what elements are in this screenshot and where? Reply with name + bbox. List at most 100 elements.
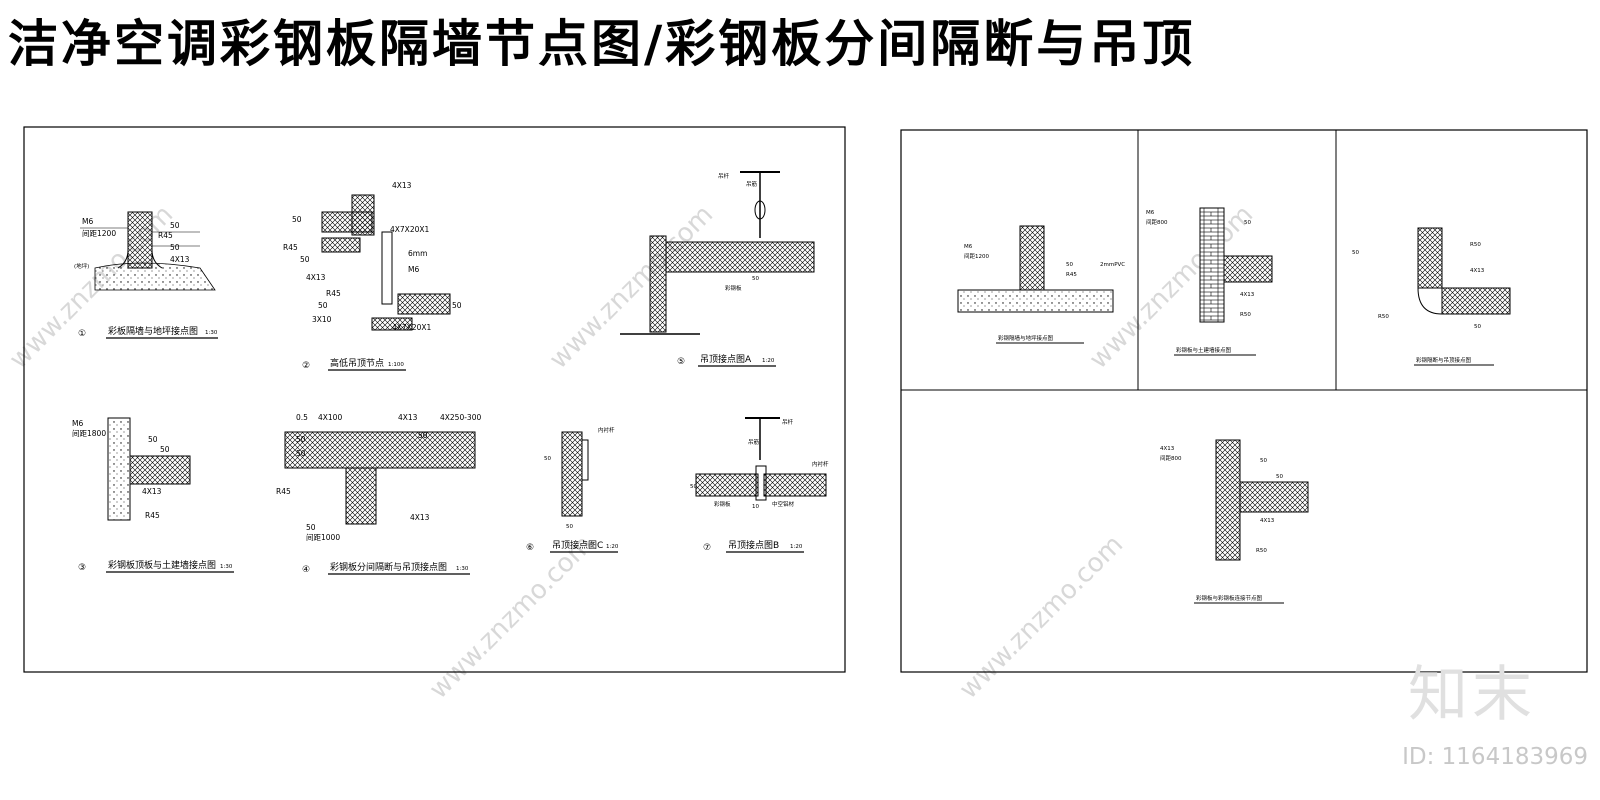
detail-7: 吊杆 吊筋 内衬杆 50 10 彩钢板 中空铝材 ⑦ 吊顶接点图B 1:20 bbox=[690, 417, 829, 553]
label-50: 50 bbox=[1352, 250, 1359, 256]
label-m6: M6 bbox=[408, 265, 419, 274]
label-hanger: 吊筋 bbox=[746, 180, 758, 188]
detail-caption: 彩板隔墙与地坪接点图 bbox=[108, 325, 198, 337]
label-50: 50 bbox=[170, 243, 180, 252]
detail-1: M6 间距1200 50 R45 50 4X13 (地坪) ① 彩板隔墙与地坪接… bbox=[74, 211, 218, 339]
label-4x13: 4X13 bbox=[410, 513, 430, 522]
label-r45: R45 bbox=[276, 487, 291, 496]
panel-1: M6 间距1200 50 R45 2mmPVC 彩钢隔墙与地坪接点图 bbox=[957, 225, 1125, 344]
label-r50: R50 bbox=[1378, 314, 1389, 320]
right-sheet: M6 间距1200 50 R45 2mmPVC 彩钢隔墙与地坪接点图 M6 间距… bbox=[900, 129, 1588, 673]
label-r50: R50 bbox=[1256, 548, 1267, 554]
label-50: 50 bbox=[300, 255, 310, 264]
label-r50: R50 bbox=[1240, 312, 1251, 318]
label-4x100: 4X100 bbox=[318, 413, 342, 422]
label-spacing: 间距800 bbox=[1160, 454, 1182, 462]
label-m6: M6 bbox=[82, 217, 93, 226]
detail-scale: 1:20 bbox=[762, 358, 775, 364]
label-panel: 彩钢板 bbox=[725, 284, 742, 292]
detail-6: 内衬杆 50 50 ⑥ 吊顶接点图C 1:20 bbox=[526, 426, 619, 553]
brand-watermark: 知末 bbox=[1408, 660, 1536, 730]
left-sheet-frame bbox=[23, 126, 846, 673]
watermark-text: www.znzmo.com bbox=[544, 200, 719, 375]
detail-caption: 吊顶接点图C bbox=[552, 539, 603, 551]
label-50: 50 bbox=[148, 435, 158, 444]
label-spacing: 间距1200 bbox=[82, 229, 116, 238]
detail-scale: 1:20 bbox=[790, 544, 803, 550]
watermark-text: www.znzmo.com bbox=[954, 530, 1129, 705]
detail-caption: 高低吊顶节点 bbox=[330, 357, 384, 369]
detail-4: 0.5 4X100 50 50 4X13 4X250-300 50 R45 4X… bbox=[276, 413, 481, 575]
id-watermark: ID: 1164183969 bbox=[1402, 744, 1588, 770]
label-liner: 内衬杆 bbox=[598, 426, 615, 434]
detail-scale: 1:30 bbox=[456, 566, 469, 572]
label-50: 50 bbox=[1276, 474, 1283, 480]
label-50: 50 bbox=[160, 445, 170, 454]
label-3x10: 3X10 bbox=[312, 315, 332, 324]
panel-caption: 彩钢隔断与吊顶接点图 bbox=[1416, 356, 1472, 364]
panel-caption: 彩钢板与土建墙接点图 bbox=[1176, 346, 1232, 354]
label-0-5: 0.5 bbox=[296, 413, 308, 422]
label-50: 50 bbox=[690, 484, 697, 490]
label-50: 50 bbox=[1066, 262, 1073, 268]
label-4x13: 4X13 bbox=[142, 487, 162, 496]
label-liner: 内衬杆 bbox=[812, 460, 829, 468]
label-4x7x20x1: 4X7X20X1 bbox=[392, 323, 432, 332]
label-rod: 吊杆 bbox=[782, 418, 794, 426]
label-4x250-300: 4X250-300 bbox=[440, 413, 481, 422]
detail-caption: 彩钢板分间隔断与吊顶接点图 bbox=[330, 561, 447, 573]
panel-caption: 彩钢板与彩钢板连接节点图 bbox=[1196, 594, 1263, 602]
detail-number: ④ bbox=[302, 565, 310, 575]
label-4x13: 4X13 bbox=[1470, 268, 1485, 274]
detail-3: M6 间距1800 50 50 4X13 R45 ③ 彩钢板顶板与土建墙接点图 … bbox=[72, 417, 234, 573]
watermark-text: www.znzmo.com bbox=[424, 530, 599, 705]
label-50: 50 bbox=[170, 221, 180, 230]
label-r45: R45 bbox=[283, 243, 298, 252]
detail-number: ⑤ bbox=[677, 357, 685, 367]
watermark-text: www.znzmo.com bbox=[1084, 200, 1259, 375]
detail-number: ② bbox=[302, 361, 310, 371]
label-50: 50 bbox=[418, 431, 428, 440]
panel-3: 50 R50 4X13 R50 50 彩钢隔断与吊顶接点图 bbox=[1352, 227, 1511, 366]
label-50: 50 bbox=[296, 449, 306, 458]
label-4x13: 4X13 bbox=[306, 273, 326, 282]
label-spacing: 间距800 bbox=[1146, 218, 1168, 226]
page-title: 洁净空调彩钢板隔墙节点图/彩钢板分间隔断与吊顶 bbox=[8, 14, 1196, 73]
detail-number: ⑥ bbox=[526, 543, 534, 553]
label-4x13: 4X13 bbox=[392, 181, 412, 190]
label-hanger: 吊筋 bbox=[748, 438, 760, 446]
label-50: 50 bbox=[1474, 324, 1481, 330]
label-50: 50 bbox=[566, 524, 573, 530]
label-spacing: 间距1000 bbox=[306, 533, 340, 542]
label-m6: M6 bbox=[72, 419, 83, 428]
label-50: 50 bbox=[544, 456, 551, 462]
panel-caption: 彩钢隔墙与地坪接点图 bbox=[998, 334, 1054, 342]
label-4x13: 4X13 bbox=[1240, 292, 1255, 298]
label-rod: 吊杆 bbox=[718, 172, 730, 180]
label-r45: R45 bbox=[145, 511, 160, 520]
label-6mm: 6mm bbox=[408, 249, 427, 258]
detail-caption: 吊顶接点图A bbox=[700, 353, 752, 365]
detail-caption: 彩钢板顶板与土建墙接点图 bbox=[108, 559, 216, 571]
detail-caption: 吊顶接点图B bbox=[728, 539, 779, 551]
label-10: 10 bbox=[752, 504, 759, 510]
label-4x13: 4X13 bbox=[398, 413, 418, 422]
label-50: 50 bbox=[1260, 458, 1267, 464]
label-4x13: 4X13 bbox=[1160, 446, 1175, 452]
detail-scale: 1:30 bbox=[205, 330, 218, 336]
label-m6: M6 bbox=[964, 244, 973, 250]
label-50: 50 bbox=[318, 301, 328, 310]
label-r45: R45 bbox=[158, 231, 173, 240]
label-pvc: 2mmPVC bbox=[1100, 262, 1125, 268]
detail-number: ⑦ bbox=[703, 543, 711, 553]
detail-number: ③ bbox=[78, 563, 86, 573]
label-50: 50 bbox=[306, 523, 316, 532]
label-4x13: 4X13 bbox=[1260, 518, 1275, 524]
label-r50: R50 bbox=[1470, 242, 1481, 248]
label-floor: (地坪) bbox=[74, 262, 89, 270]
label-4x7x20x1: 4X7X20X1 bbox=[390, 225, 430, 234]
panel-2: M6 间距800 50 4X13 R50 彩钢板与土建墙接点图 bbox=[1146, 207, 1273, 356]
label-50: 50 bbox=[292, 215, 302, 224]
label-50: 50 bbox=[296, 435, 306, 444]
